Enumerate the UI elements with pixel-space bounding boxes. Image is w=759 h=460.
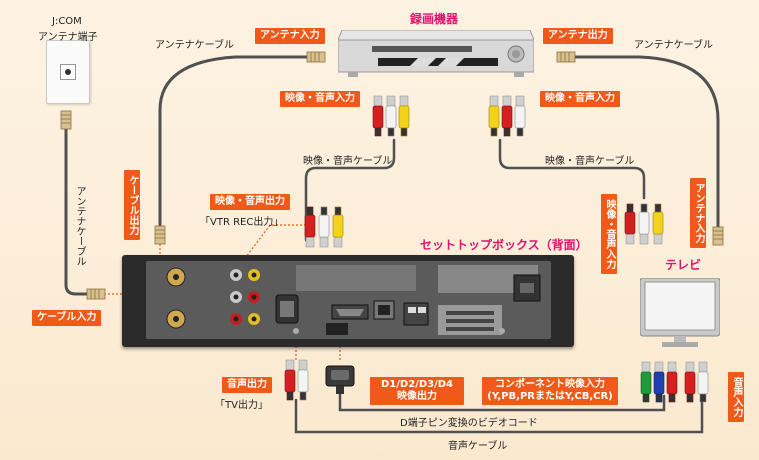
set-top-box-rear-panel	[122, 255, 574, 347]
antenna-cable-wall-to-stb	[64, 123, 94, 296]
tag-cable-out: ケーブル出力	[124, 170, 140, 240]
d-cable-label: D端子ピン変換のビデオコード	[400, 418, 538, 429]
stb-ports-icon	[166, 265, 541, 335]
av-cable-right	[498, 138, 646, 200]
d-connector-plug	[325, 365, 355, 394]
antenna-cable-stb-to-recorder	[158, 55, 320, 232]
tag-antenna-in: アンテナ入力	[255, 28, 325, 44]
stb-title: セットトップボックス（背面）	[420, 238, 588, 252]
recorder-title: 録画機器	[410, 12, 459, 26]
d-video-cable	[338, 378, 666, 412]
tv-out-label: 「TV出力」	[215, 400, 268, 411]
tag-d-video-out: D1/D2/D3/D4 映像出力	[370, 377, 464, 405]
tag-antenna-in-vertical: アンテナ入力	[690, 178, 706, 248]
tag-cable-in: ケーブル入力	[32, 310, 102, 326]
stb-connector-panel	[146, 261, 551, 339]
television-icon	[640, 278, 720, 347]
av-cable-left	[304, 138, 396, 242]
antenna-jack-icon	[60, 64, 76, 80]
tv-title: テレビ	[665, 258, 702, 272]
av-cable-label-right: 映像・音声ケーブル	[545, 156, 635, 167]
antenna-wall-plate	[46, 40, 90, 104]
antenna-cable-label-vertical: アンテナケーブル	[74, 186, 85, 266]
tag-av-in-left: 映像・音声入力	[280, 91, 360, 107]
tag-av-in-vertical: 映像・音声入力	[601, 194, 617, 274]
recorder-device-icon	[338, 30, 534, 77]
tag-d-video-out-line1: D1/D2/D3/D4	[381, 379, 453, 390]
tag-antenna-out: アンテナ出力	[543, 28, 613, 44]
tag-audio-out: 音声出力	[222, 377, 272, 393]
antenna-cable-recorder-to-tv	[564, 55, 720, 234]
jcom-label-line2: アンテナ端子	[38, 32, 98, 43]
jcom-label-line1: J:COM	[52, 16, 82, 27]
tag-av-out: 映像・音声出力	[210, 194, 290, 210]
av-cable-label-left: 映像・音声ケーブル	[303, 156, 393, 167]
tag-component-in: コンポーネント映像入力 (Y,PB,PRまたはY,CB,CR)	[482, 377, 618, 405]
tag-d-video-out-line2: 映像出力	[397, 391, 437, 402]
antenna-cable-label-left: アンテナケーブル	[155, 40, 234, 51]
tag-audio-in-vertical: 音声入力	[728, 372, 744, 422]
antenna-cable-label-right: アンテナケーブル	[634, 40, 713, 51]
vtr-rec-out-label: 「VTR REC出力」	[200, 217, 284, 228]
audio-cable	[294, 398, 704, 434]
tag-component-in-line1: コンポーネント映像入力	[495, 379, 605, 390]
audio-cable-label: 音声ケーブル	[448, 441, 508, 452]
tag-component-in-line2: (Y,PB,PRまたはY,CB,CR)	[487, 391, 613, 402]
tag-av-in-right: 映像・音声入力	[540, 91, 620, 107]
